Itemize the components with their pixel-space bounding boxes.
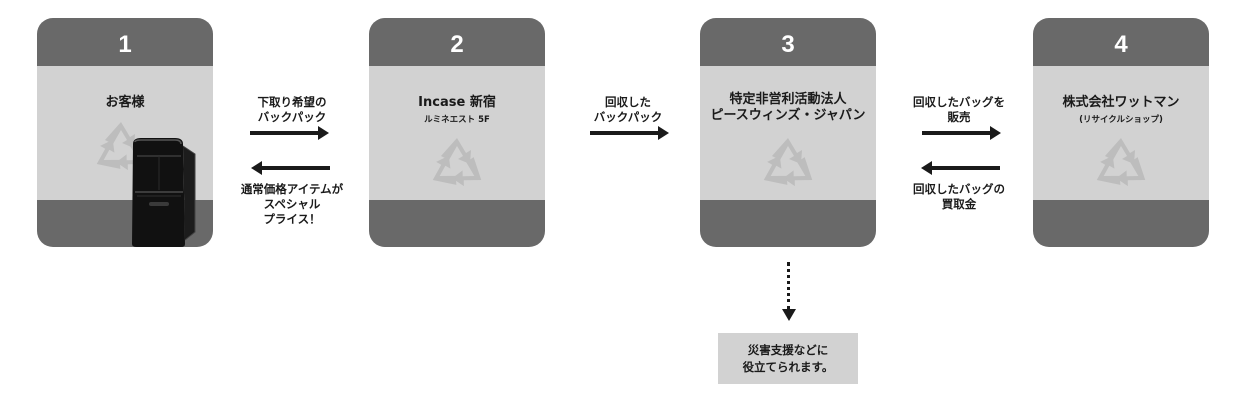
flow-label-special-price: 通常価格アイテムが スペシャル プライス！ (222, 182, 362, 227)
step-number: 2 (450, 31, 464, 58)
arrow-right-icon (590, 126, 669, 140)
card-title-line2: ピースウィンズ・ジャパン (710, 108, 866, 123)
recycle-icon (1089, 138, 1153, 194)
step-card-4: 4 株式会社ワットマン (リサイクルショップ) (1033, 18, 1209, 247)
flow-label-line: プライス！ (263, 212, 321, 226)
flow-label-line: 下取り希望の (257, 95, 327, 109)
arrow-right-icon (250, 126, 329, 140)
step-card-1: 1 お客様 (37, 18, 213, 247)
flow-label-collected: 回収した バックパック (568, 95, 688, 125)
step-number: 1 (118, 31, 132, 58)
recycle-icon (756, 138, 820, 194)
card-title: Incase 新宿 (418, 95, 496, 110)
arrow-down-icon (782, 309, 796, 321)
flow-label-tradein: 下取り希望の バックパック (232, 95, 352, 125)
note-line: 災害支援などに (747, 342, 829, 357)
arrow-left-icon (251, 161, 330, 175)
dotted-connector (787, 262, 790, 310)
card-subtitle: (リサイクルショップ) (1079, 115, 1163, 125)
flow-label-line: バックパック (257, 110, 327, 124)
note-line: 役立てられます。 (742, 359, 834, 374)
card-title-line1: 特定非営利活動法人 (729, 92, 847, 107)
card-body: Incase 新宿 ルミネエスト 5F (369, 66, 545, 200)
flow-label-sell: 回収したバッグを 販売 (896, 95, 1022, 125)
card-subtitle: ルミネエスト 5F (424, 115, 490, 125)
flow-label-line: 販売 (947, 110, 971, 124)
card-body: 特定非営利活動法人 ピースウィンズ・ジャパン (700, 66, 876, 200)
flow-label-line: 回収した (605, 95, 651, 109)
recycle-icon (425, 138, 489, 194)
flow-label-line: 通常価格アイテムが (240, 182, 344, 196)
card-title: 株式会社ワットマン (1062, 95, 1180, 110)
card-body: 株式会社ワットマン (リサイクルショップ) (1033, 66, 1209, 200)
flow-label-line: 買取金 (941, 197, 977, 211)
card-body: お客様 (37, 66, 213, 200)
flow-label-line: スペシャル (263, 197, 321, 211)
flow-label-line: 回収したバッグを (913, 95, 1005, 109)
card-title: 特定非営利活動法人 ピースウィンズ・ジャパン (700, 92, 876, 124)
step-card-2: 2 Incase 新宿 ルミネエスト 5F (369, 18, 545, 247)
step-card-3: 3 特定非営利活動法人 ピースウィンズ・ジャパン (700, 18, 876, 247)
disaster-relief-note: 災害支援などに 役立てられます。 (718, 333, 858, 384)
flow-label-line: バックパック (593, 110, 663, 124)
flow-label-line: 回収したバッグの (913, 182, 1005, 196)
flow-label-purchase-money: 回収したバッグの 買取金 (896, 182, 1022, 212)
card-title: お客様 (105, 95, 145, 110)
backpack-icon (132, 138, 196, 247)
arrow-right-icon (922, 126, 1001, 140)
arrow-left-icon (921, 161, 1000, 175)
step-number: 3 (781, 31, 795, 58)
step-number: 4 (1114, 31, 1128, 58)
